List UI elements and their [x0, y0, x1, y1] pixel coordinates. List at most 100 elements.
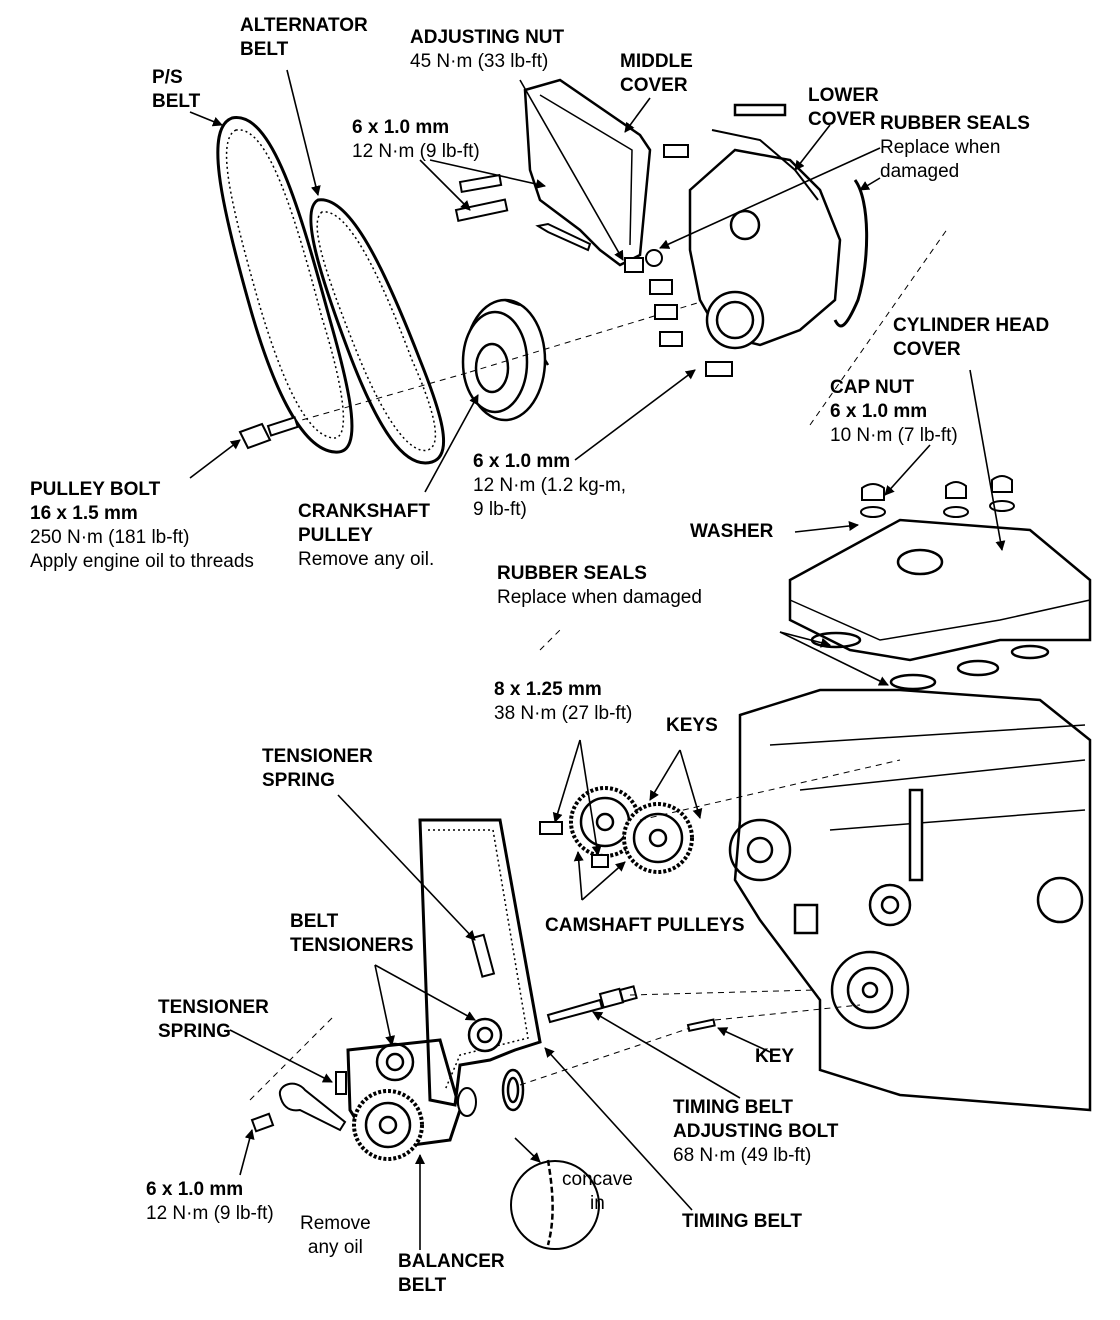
tensioner-spring-low-title: TENSIONER	[158, 997, 269, 1018]
callout-bolt-8x125: 8 x 1.25 mm 38 N·m (27 lb-ft)	[494, 678, 632, 726]
remove-oil-line1: Remove	[300, 1213, 371, 1234]
crankshaft-pulley-subtitle: PULLEY	[298, 525, 373, 546]
middle-cover-subtitle: COVER	[620, 75, 688, 96]
rubber-seals-mid-note: Replace when damaged	[497, 587, 702, 608]
crank-seal-ring	[501, 1068, 525, 1112]
callout-timing-belt: TIMING BELT	[682, 1210, 802, 1234]
pulley-bolt-note: Apply engine oil to threads	[30, 551, 254, 572]
crankshaft-pulley-note: Remove any oil.	[298, 549, 435, 570]
remove-oil-line2: any oil	[307, 1237, 363, 1258]
rubber-seals-mid-title: RUBBER SEALS	[497, 563, 647, 584]
key-title: KEY	[755, 1046, 795, 1067]
callout-lower-cover: LOWER COVER	[808, 84, 879, 132]
cylinder-head-cover-subtitle: COVER	[893, 339, 961, 360]
callout-rubber-seals-mid: RUBBER SEALS Replace when damaged	[497, 562, 702, 610]
ps-belt	[216, 116, 354, 454]
callout-keys: KEYS	[666, 714, 718, 738]
callout-rubber-seals-top: RUBBER SEALS Replace when damaged	[880, 112, 1030, 184]
rubber-seals-top-title: RUBBER SEALS	[880, 113, 1030, 134]
bolt-8x125-size: 8 x 1.25 mm	[494, 679, 602, 700]
timing-belt-adjusting-bolt-subtitle: ADJUSTING BOLT	[673, 1121, 839, 1142]
callout-timing-belt-adjusting-bolt: TIMING BELT ADJUSTING BOLT 68 N·m (49 lb…	[673, 1096, 838, 1168]
bolt-6x1-mid-torque: 12 N·m (1.2 kg-m,	[473, 475, 627, 496]
belt-tensioners-title: BELT	[290, 911, 339, 932]
bolt-6x1-low-size: 6 x 1.0 mm	[146, 1179, 244, 1200]
tensioner-spring-top-title: TENSIONER	[262, 746, 373, 767]
lower-tensioner-spring	[278, 1071, 347, 1132]
alternator-belt-subtitle: BELT	[240, 39, 289, 60]
timing-tensioner-spring	[470, 933, 496, 978]
bolt-6x1-mid-torque2: 9 lb-ft)	[473, 499, 527, 520]
callout-tensioner-spring-top: TENSIONER SPRING	[262, 745, 373, 793]
crank-axis-line	[469, 289, 741, 373]
concave-label: concave	[562, 1169, 633, 1190]
rubber-seals-top-note2: damaged	[880, 161, 960, 182]
callout-cylinder-head-cover: CYLINDER HEAD COVER	[893, 314, 1049, 362]
timing-belt-adjusting-bolt	[546, 985, 638, 1024]
callout-remove-any-oil: Remove any oil	[300, 1212, 371, 1260]
callout-belt-tensioners: BELT TENSIONERS	[290, 910, 414, 958]
callout-tensioner-spring-low: TENSIONER SPRING	[158, 996, 269, 1044]
belt-tensioners	[375, 1017, 503, 1082]
callout-washer: WASHER	[690, 520, 773, 544]
timing-belt-adjusting-bolt-title: TIMING BELT	[673, 1097, 793, 1118]
adjusting-nut-torque: 45 N·m (33 lb-ft)	[410, 51, 549, 72]
callout-balancer-belt: BALANCER BELT	[398, 1250, 505, 1298]
adjusting-nut-title: ADJUSTING NUT	[410, 27, 565, 48]
bolt-6x1-low-torque: 12 N·m (9 lb-ft)	[146, 1203, 274, 1224]
axis-lines	[249, 227, 949, 1101]
lower-cover-subtitle: COVER	[808, 109, 876, 130]
callout-crankshaft-pulley: CRANKSHAFT PULLEY Remove any oil.	[298, 500, 434, 572]
washer-title: WASHER	[690, 521, 774, 542]
cap-nut-torque: 10 N·m (7 lb-ft)	[830, 425, 958, 446]
bolt-6x1-top-size: 6 x 1.0 mm	[352, 117, 450, 138]
balancer-pulley	[352, 1089, 424, 1161]
lower-cover-rubber-seal	[833, 179, 869, 328]
callout-adjusting-nut: ADJUSTING NUT 45 N·m (33 lb-ft)	[410, 26, 564, 74]
timing-belt-title: TIMING BELT	[682, 1211, 802, 1232]
callout-bolt-6x1-mid: 6 x 1.0 mm 12 N·m (1.2 kg-m, 9 lb-ft)	[473, 450, 626, 522]
callout-camshaft-pulleys: CAMSHAFT PULLEYS	[545, 914, 745, 938]
crankshaft-pulley	[461, 298, 550, 422]
cam-pulley-bolts	[539, 821, 609, 868]
bolt-6x1-mid-size: 6 x 1.0 mm	[473, 451, 571, 472]
ps-belt-title: P/S	[152, 67, 183, 88]
tensioner-spring-top-subtitle: SPRING	[262, 770, 335, 791]
lower-cover	[688, 103, 842, 350]
pulley-bolt-torque: 250 N·m (181 lb-ft)	[30, 527, 190, 548]
alternator-belt-title: ALTERNATOR	[240, 15, 368, 36]
pulley-bolt-title: PULLEY BOLT	[30, 479, 161, 500]
tensioner-spring-low-subtitle: SPRING	[158, 1021, 231, 1042]
leader-lines	[189, 69, 1006, 1250]
ps-belt-subtitle: BELT	[152, 91, 201, 112]
timing-belt	[418, 818, 542, 1107]
middle-cover-title: MIDDLE	[620, 51, 693, 72]
callout-bolt-6x1-top: 6 x 1.0 mm 12 N·m (9 lb-ft)	[352, 116, 480, 164]
callout-middle-cover: MIDDLE COVER	[620, 50, 693, 98]
cover-bolts	[454, 144, 733, 377]
callout-concave-in: concave in	[562, 1168, 633, 1216]
pulley-bolt	[238, 416, 299, 450]
cap-nuts	[860, 475, 1015, 518]
keys-title: KEYS	[666, 715, 718, 736]
callout-key: KEY	[755, 1045, 794, 1069]
callout-alternator-belt: ALTERNATOR BELT	[240, 14, 368, 62]
rubber-seals-top-note: Replace when	[880, 137, 1001, 158]
cap-nut-size: 6 x 1.0 mm	[830, 401, 928, 422]
cylinder-head-cover-title: CYLINDER HEAD	[893, 315, 1050, 336]
camshaft-pulleys	[569, 786, 694, 874]
concave-in-label: in	[589, 1193, 605, 1214]
timing-belt-adjusting-bolt-torque: 68 N·m (49 lb-ft)	[673, 1145, 812, 1166]
callout-ps-belt: P/S BELT	[152, 66, 200, 114]
lower-bolt	[250, 1112, 275, 1133]
crankshaft-pulley-title: CRANKSHAFT	[298, 501, 430, 522]
balancer-belt-title: BALANCER	[398, 1251, 505, 1272]
callout-cap-nut: CAP NUT 6 x 1.0 mm 10 N·m (7 lb-ft)	[830, 376, 958, 448]
callout-pulley-bolt: PULLEY BOLT 16 x 1.5 mm 250 N·m (181 lb-…	[30, 478, 254, 574]
lower-cover-title: LOWER	[808, 85, 879, 106]
camshaft-pulleys-title: CAMSHAFT PULLEYS	[545, 915, 745, 936]
callout-bolt-6x1-low: 6 x 1.0 mm 12 N·m (9 lb-ft)	[146, 1178, 274, 1226]
pulley-bolt-size: 16 x 1.5 mm	[30, 503, 138, 524]
balancer-belt-subtitle: BELT	[398, 1275, 447, 1296]
